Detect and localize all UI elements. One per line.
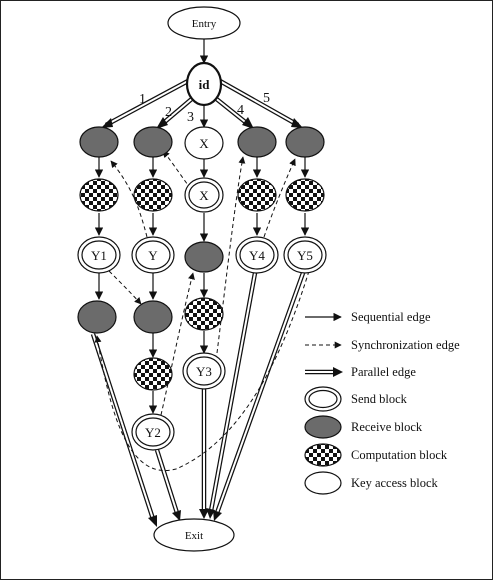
receive-block-c2-top (133, 126, 173, 158)
send-block-icon (304, 386, 342, 412)
legend-item-send: Send block (304, 386, 408, 412)
par-edge-y5-exit (213, 272, 306, 521)
legend-item-computation: Computation block (304, 443, 448, 467)
exit-node (153, 518, 235, 552)
par-edge-4 (212, 95, 254, 129)
computation-block-c4 (237, 178, 277, 212)
receive-block-c2-bottom (133, 300, 173, 334)
exit-label: Exit (185, 530, 203, 542)
computation-block-c3 (184, 297, 224, 331)
y2-label: Y2 (145, 425, 161, 440)
legend-item-receive: Receive block (304, 415, 423, 439)
receive-block-icon (304, 415, 342, 439)
legend-label-key-access: Key access block (351, 476, 439, 490)
legend-label-computation: Computation block (351, 448, 448, 462)
legend-item-key-access: Key access block (304, 471, 439, 495)
legend: Sequential edge Synchronization edge Par… (304, 310, 460, 495)
send-block-x (184, 177, 224, 213)
branch-label-5: 5 (263, 91, 270, 106)
par-edge-y4-exit (206, 272, 258, 519)
sync-y4-recv5 (263, 158, 296, 238)
sync-x-recv2 (162, 150, 192, 190)
y3-label: Y3 (196, 364, 212, 379)
par-edge-5 (218, 79, 303, 128)
id-label: id (199, 77, 211, 92)
parallel-edges (90, 79, 306, 527)
y1-label: Y1 (91, 248, 107, 263)
branch-label-4: 4 (237, 103, 244, 118)
key-access-x-top (184, 126, 224, 160)
sync-y2-recv3 (160, 272, 195, 416)
x-top-label: X (199, 136, 209, 151)
branch-labels: 1 2 3 4 5 (139, 91, 270, 125)
parallel-edge-icon (305, 367, 343, 377)
computation-block-c2-lower (133, 357, 173, 391)
par-edge-2 (156, 95, 196, 129)
sync-y5-recv1 (94, 270, 310, 471)
sequential-edges (94, 39, 310, 414)
y-label: Y (148, 248, 158, 263)
legend-label-send: Send block (351, 392, 408, 406)
send-block-y5 (283, 236, 327, 274)
par-edge-y3-exit (199, 388, 209, 519)
par-edge-y2-exit (154, 449, 181, 521)
computation-block-icon (304, 443, 342, 467)
computation-block-c1 (79, 178, 119, 212)
legend-item-parallel: Parallel edge (305, 365, 416, 379)
branch-label-2: 2 (165, 105, 172, 120)
receive-block-c3 (184, 241, 224, 273)
receive-block-c4-top (237, 126, 277, 158)
sync-y1-recv (108, 270, 142, 305)
send-block-y (131, 236, 175, 274)
computation-block-c2 (133, 178, 173, 212)
edges (90, 39, 310, 527)
y4-label: Y4 (249, 248, 265, 263)
key-access-block-icon (304, 471, 342, 495)
id-node (185, 61, 223, 107)
legend-label-synchronization: Synchronization edge (351, 338, 460, 352)
receive-block-c1-bottom (77, 300, 117, 334)
receive-block-c5-top (285, 126, 325, 158)
par-edge-1 (101, 79, 190, 128)
legend-item-synchronization: Synchronization edge (305, 338, 460, 352)
nodes: Entry id X X Y1 Y (77, 6, 327, 552)
y5-label: Y5 (297, 248, 313, 263)
entry-node (167, 6, 241, 40)
computation-block-c5 (285, 178, 325, 212)
send-block-y3 (182, 352, 226, 390)
branch-label-3: 3 (187, 110, 194, 125)
legend-label-sequential: Sequential edge (351, 310, 431, 324)
send-block-y4 (235, 236, 279, 274)
legend-label-receive: Receive block (351, 420, 423, 434)
par-edge-recv1-exit (90, 333, 157, 527)
legend-item-sequential: Sequential edge (305, 310, 431, 324)
legend-label-parallel: Parallel edge (351, 365, 416, 379)
receive-block-c1-top (79, 126, 119, 158)
x-send-label: X (199, 188, 209, 203)
entry-label: Entry (192, 18, 217, 30)
send-block-y1 (77, 236, 121, 274)
send-block-y2 (131, 413, 175, 451)
branch-label-1: 1 (139, 92, 146, 107)
